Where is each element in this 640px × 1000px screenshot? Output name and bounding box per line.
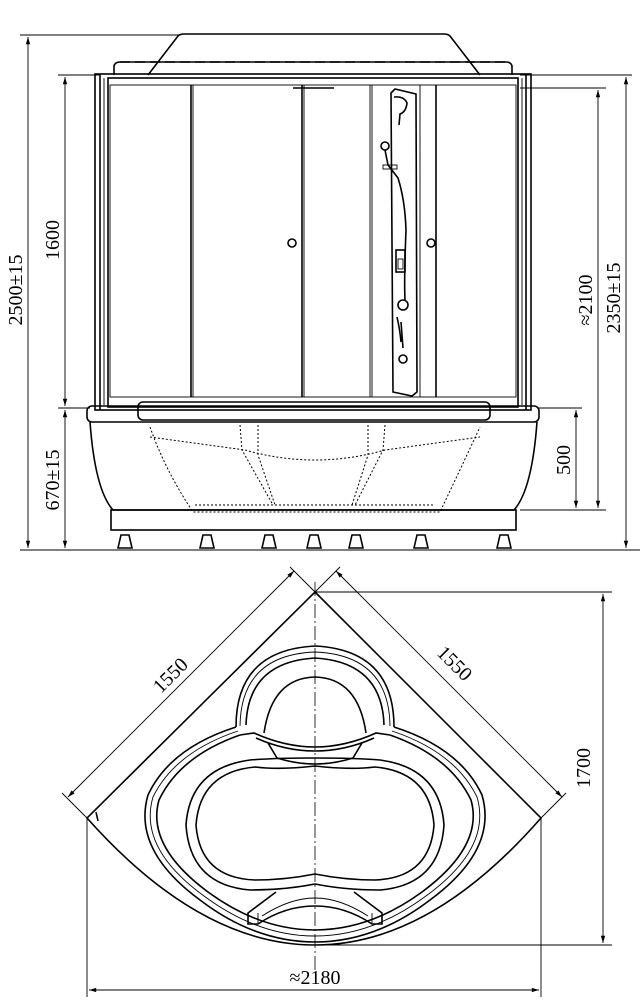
dim-width: ≈2180 <box>290 967 341 989</box>
roof-cap <box>113 33 513 76</box>
shower-panel <box>380 88 418 397</box>
door-handle <box>426 238 436 248</box>
dim-total-height: 2500±15 <box>5 255 27 326</box>
dim-inner-height: ≈2100 <box>575 275 597 326</box>
dim-cabin-height: 1600 <box>42 220 64 260</box>
dim-base-height: 670±15 <box>42 450 64 511</box>
tub-bowl <box>185 757 445 891</box>
dim-depth: 1700 <box>573 748 595 788</box>
dimension-lines <box>25 37 629 548</box>
control-display <box>395 249 406 273</box>
extension-lines <box>61 566 612 997</box>
seat-bottom <box>247 891 383 925</box>
top-view: 1550 1550 1700 ≈2180 <box>61 566 612 997</box>
tub-rim <box>144 726 486 943</box>
tub-base <box>86 401 540 531</box>
headrest-top <box>235 645 395 765</box>
tub-feet <box>116 534 513 549</box>
dim-tub-height: 500 <box>553 445 575 475</box>
cabin-frame <box>94 73 532 411</box>
dim-side-left: 1550 <box>149 654 193 698</box>
dim-frame-height: 2350±15 <box>603 263 625 334</box>
door-handle <box>287 238 297 248</box>
extension-lines <box>20 34 640 551</box>
dim-side-right: 1550 <box>432 642 476 686</box>
tub-outline <box>85 590 543 946</box>
front-view: 2500±15 1600 670±15 ≈2100 2350±15 500 <box>5 33 640 551</box>
dimension-lines <box>67 570 606 993</box>
